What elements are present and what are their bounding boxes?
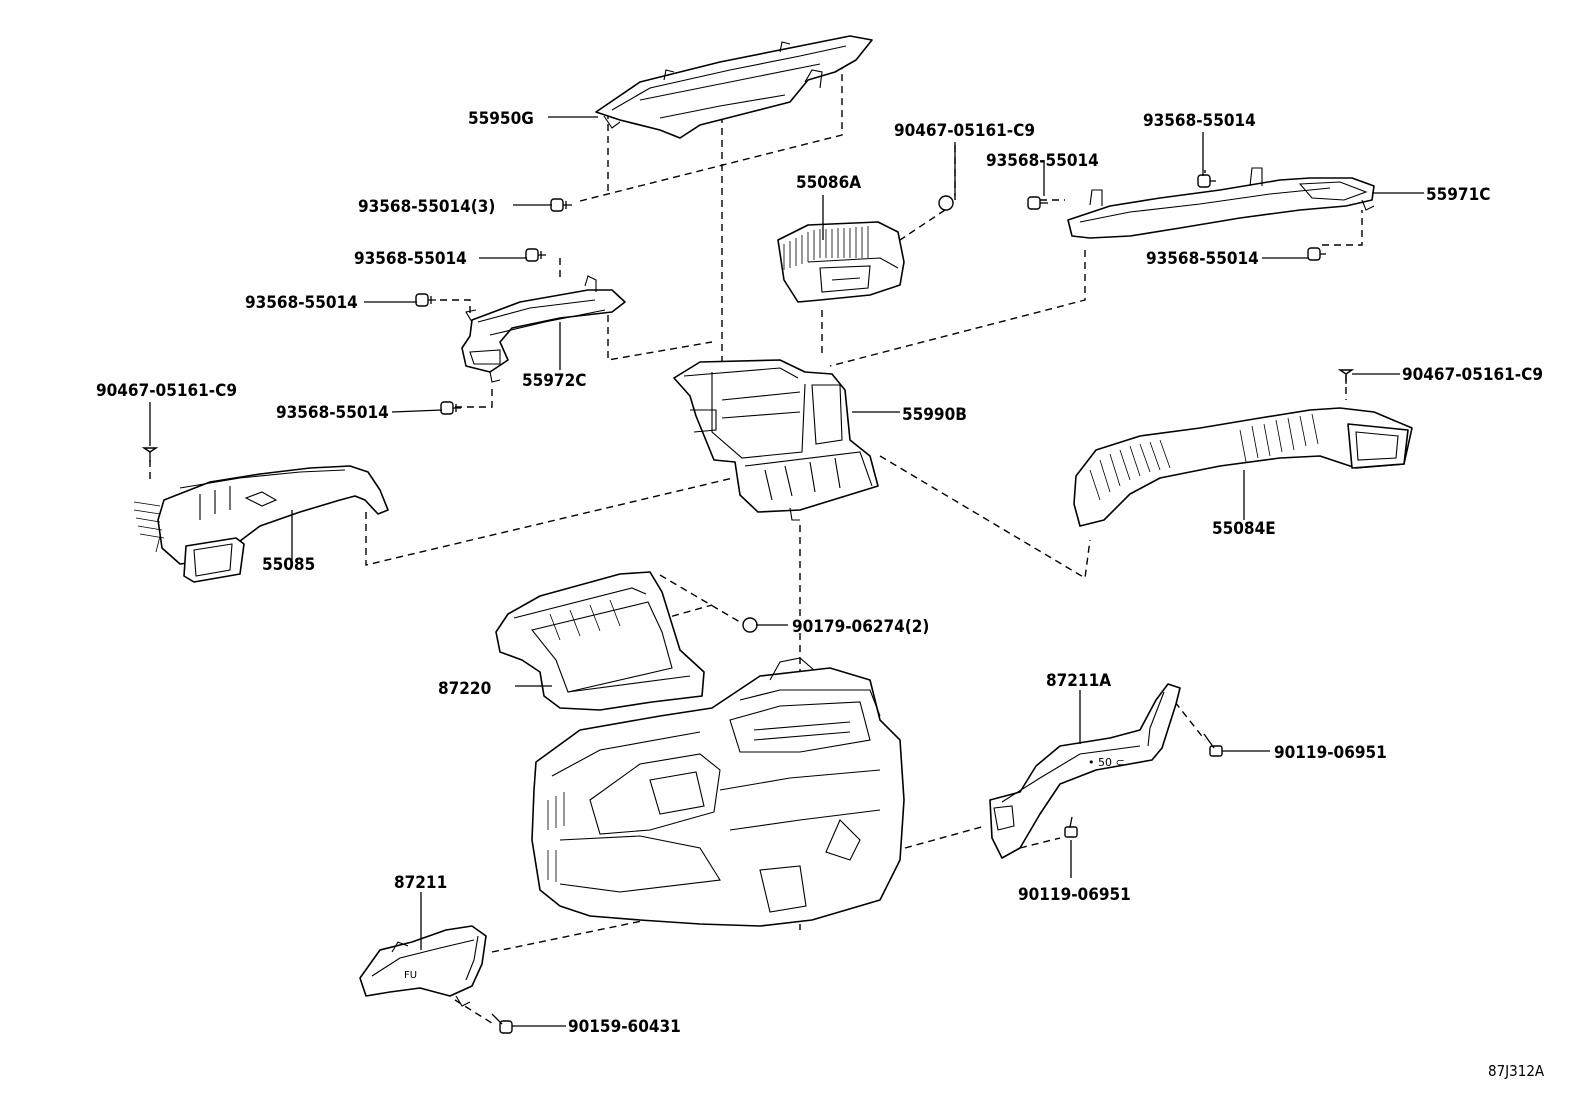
label-87220: 87220 [438,679,491,699]
label-93568-55014-d: 93568-55014 [986,151,1099,171]
part-55084E [1073,407,1413,527]
label-55085: 55085 [262,555,315,575]
label-55084E: 55084E [1212,519,1276,539]
label-93568-55014-c: 93568-55014 [276,403,389,423]
part-55950G [595,35,873,139]
label-90119-06951-b: 90119-06951 [1018,885,1131,905]
part-hvac-unit [531,657,905,927]
part-55990B [673,359,879,521]
label-55971C: 55971C [1426,185,1490,205]
nut-icon [742,617,758,633]
label-87211: 87211 [394,873,447,893]
clip-icon [1337,369,1355,384]
fasteners [141,174,1355,1034]
part-87220 [495,571,705,711]
bolt-icon [1203,733,1223,757]
label-55086A: 55086A [796,173,861,193]
bolt-icon [491,1013,513,1034]
label-93568-55014-3: 93568-55014(3) [358,197,495,217]
part-55086A [777,221,905,303]
grommet-icon [938,195,954,211]
part-87211A-marking: • 50 ⊂ [1088,756,1125,769]
bolt-icon [415,293,436,307]
bolt-icon [440,401,461,415]
bolt-icon [1027,196,1048,210]
label-90179-06274: 90179-06274(2) [792,617,929,637]
clip-icon [141,447,159,462]
label-55990B: 55990B [902,405,967,425]
part-55085 [133,465,389,583]
label-90119-06951-a: 90119-06951 [1274,743,1387,763]
label-55950G: 55950G [468,109,534,129]
label-93568-55014-e: 93568-55014 [1143,111,1256,131]
label-93568-55014-a: 93568-55014 [354,249,467,269]
label-93568-55014-b: 93568-55014 [245,293,358,313]
label-90467-left: 90467-05161-C9 [96,381,237,401]
label-55972C: 55972C [522,371,586,391]
bolt-icon [550,198,572,212]
label-90467-right: 90467-05161-C9 [1402,365,1543,385]
leader-lines [149,116,1424,1027]
part-87211-marking: FU [404,970,417,981]
label-93568-55014-f: 93568-55014 [1146,249,1259,269]
label-90159-60431: 90159-60431 [568,1017,681,1037]
bolt-icon [1307,247,1326,261]
label-90467-top: 90467-05161-C9 [894,121,1035,141]
part-55971C [1067,167,1375,239]
part-55972C [461,275,626,383]
label-87211A: 87211A [1046,671,1111,691]
part-87211: FU [359,925,487,1007]
part-87211A: • 50 ⊂ [989,683,1181,859]
bolt-icon [1064,816,1078,838]
bolt-icon [525,248,546,262]
diagram-id: 87J312A [1488,1062,1545,1080]
labels: 55950G 93568-55014(3) 93568-55014 93568-… [96,109,1545,1080]
bolt-icon [1197,174,1216,188]
